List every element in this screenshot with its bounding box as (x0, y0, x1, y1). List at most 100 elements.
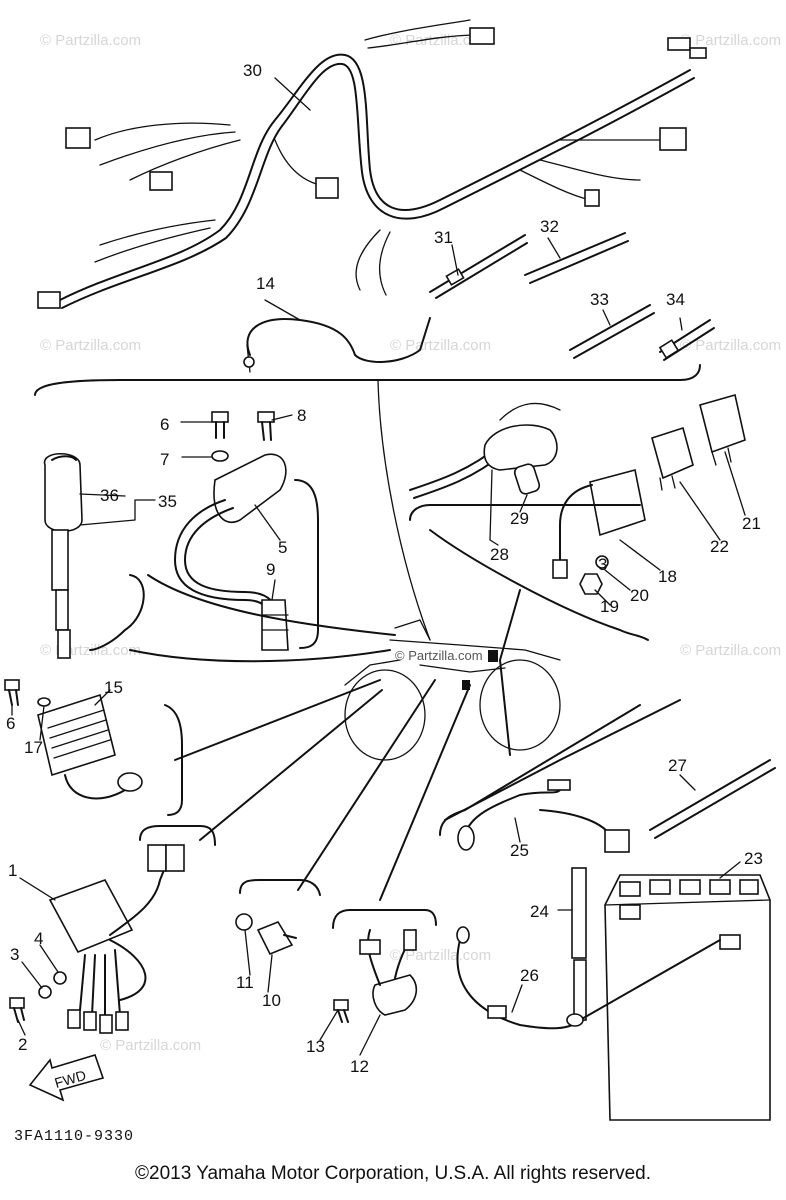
washer-3[interactable] (38, 985, 52, 999)
band-33[interactable] (569, 304, 655, 359)
battery-23[interactable] (604, 874, 771, 1121)
callout-19: 19 (600, 597, 619, 616)
callout-7: 7 (160, 450, 169, 469)
watermark: © Partzilla.com (390, 947, 491, 964)
callout-15: 15 (104, 678, 123, 697)
relay-22[interactable] (651, 426, 694, 491)
callout-29: 29 (510, 509, 529, 528)
bolt-2[interactable] (9, 997, 25, 1023)
watermark: © Partzilla.com (390, 32, 491, 49)
callout-30: 30 (243, 61, 262, 80)
callout-23: 23 (744, 849, 763, 868)
bolt-6-lower[interactable] (4, 679, 20, 706)
watermark: © Partzilla.com (680, 32, 781, 49)
callout-28: 28 (490, 545, 509, 564)
callout-18: 18 (658, 567, 677, 586)
washer-7[interactable] (211, 450, 229, 462)
bracket-relay (332, 909, 437, 929)
watermark: © Partzilla.com (390, 337, 491, 354)
relay-21[interactable] (699, 393, 746, 466)
callout-22: 22 (710, 537, 729, 556)
callout-2: 2 (18, 1035, 27, 1054)
callout-12: 12 (350, 1057, 369, 1076)
wire-harness-30[interactable] (37, 19, 707, 309)
bracket-electrical-lower (429, 529, 649, 641)
callout-6-lower: 6 (6, 714, 15, 733)
watermark: © Partzilla.com (680, 642, 781, 659)
catalog-code: 3FA1110-9330 (14, 1128, 135, 1145)
callout-9: 9 (266, 560, 275, 579)
callout-13: 13 (306, 1037, 325, 1056)
band-31[interactable] (429, 234, 528, 299)
callout-36: 36 (100, 486, 119, 505)
callout-26: 26 (520, 966, 539, 985)
callout-8: 8 (297, 406, 306, 425)
bracket-cdi (139, 825, 216, 846)
watermark: © Partzilla.com (100, 1037, 201, 1054)
copyright-notice: ©2013 Yamaha Motor Corporation, U.S.A. A… (135, 1163, 651, 1184)
callout-14: 14 (256, 274, 275, 293)
callout-27: 27 (668, 756, 687, 775)
callout-31: 31 (434, 228, 453, 247)
callout-35: 35 (158, 492, 177, 511)
leader-switch-frame (129, 649, 391, 663)
bracket-switch (89, 574, 145, 651)
rectifier-regulator-15[interactable] (37, 693, 143, 800)
condenser-28[interactable] (409, 402, 561, 499)
callout-20: 20 (630, 586, 649, 605)
bracket-coil (294, 479, 319, 649)
breather-hose-24[interactable] (571, 867, 587, 1021)
nut-19[interactable] (579, 573, 603, 595)
callout-leaders (11, 77, 746, 1056)
bolt-8[interactable] (257, 411, 275, 441)
callout-11: 11 (236, 973, 254, 992)
callout-3-relay: 3 (598, 555, 607, 574)
battery-cable-25[interactable] (457, 779, 630, 853)
callout-1: 1 (8, 861, 17, 880)
lead-wire-14[interactable] (243, 317, 431, 373)
section-divider-stem (377, 379, 431, 641)
collar-29[interactable] (513, 463, 541, 496)
callout-33: 33 (590, 290, 609, 309)
section-divider (34, 364, 701, 396)
callout-32: 32 (540, 217, 559, 236)
callout-labels: 30 31 32 14 33 34 6 8 7 36 35 5 9 29 28 … (6, 61, 763, 1076)
bracket-battery (439, 704, 641, 836)
bolt-13[interactable] (333, 999, 349, 1023)
bracket-electrical (409, 504, 641, 521)
ignition-coil-5[interactable] (174, 453, 287, 621)
band-32[interactable] (524, 232, 629, 284)
watermark: © Partzilla.com (40, 337, 141, 354)
forward-direction-arrow: FWD (28, 1054, 105, 1102)
battery-band-27[interactable] (649, 759, 776, 839)
washer-4[interactable] (53, 971, 67, 985)
callout-34: 34 (666, 290, 685, 309)
callout-21: 21 (742, 514, 761, 533)
nut-20[interactable] (595, 555, 609, 569)
washer-17[interactable] (37, 697, 51, 707)
neutral-switch-10[interactable] (256, 921, 297, 956)
spark-plug-cap-9[interactable] (261, 599, 289, 651)
callout-3: 3 (10, 945, 19, 964)
battery-cable-26[interactable] (456, 926, 721, 1030)
callout-24: 24 (530, 902, 549, 921)
center-watermark: © Partzilla.com (395, 648, 483, 663)
callout-5: 5 (278, 538, 287, 557)
frame-motorcycle: © Partzilla.com (344, 619, 561, 761)
clamp-34[interactable] (658, 319, 715, 361)
main-switch-35[interactable] (44, 453, 83, 659)
callout-25: 25 (510, 841, 529, 860)
bracket-neutral (239, 879, 321, 896)
washer-11[interactable] (235, 913, 253, 931)
bolt-6[interactable] (211, 411, 229, 439)
starter-relay-18[interactable] (552, 469, 646, 579)
cdi-unit-1[interactable] (48, 844, 185, 1034)
watermark: © Partzilla.com (680, 337, 781, 354)
watermark: © Partzilla.com (40, 32, 141, 49)
callout-17: 17 (24, 738, 43, 757)
starter-relay-12[interactable] (359, 929, 418, 1016)
callout-10: 10 (262, 991, 281, 1010)
bracket-regulator (164, 704, 183, 816)
